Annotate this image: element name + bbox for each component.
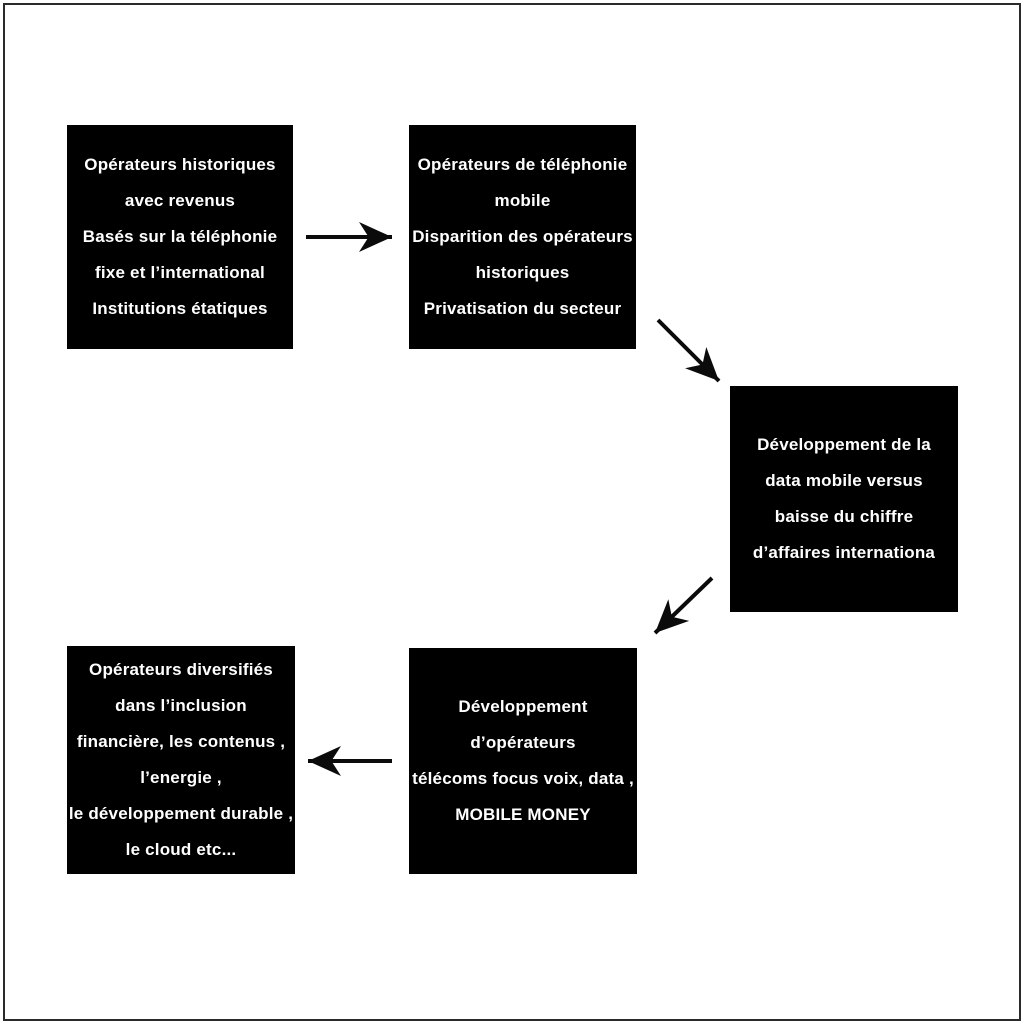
box-text-line: historiques	[475, 263, 570, 282]
flow-box-developpement-data-mobile: Développement de la data mobile versus bai…	[730, 386, 958, 612]
box-text-line: avec revenus	[124, 191, 236, 210]
box-text-line: fixe et l’international	[95, 263, 265, 282]
box-text-line: d’affaires internationa	[752, 543, 936, 562]
box-text-line: Disparition des opérateurs	[412, 227, 633, 246]
box-text-line: data mobile versus	[765, 471, 923, 490]
flow-box-developpement-operateurs-telecoms: Développement d’opérateurs télécoms focus …	[409, 648, 637, 874]
arrow-box2-to-box3-icon	[656, 318, 721, 383]
box-text-line: le cloud etc...	[125, 840, 237, 859]
arrow-box3-to-box4-icon	[653, 576, 714, 635]
box-text-line: financière, les contenus ,	[76, 732, 286, 751]
box-text-line: baisse du chiffre	[774, 507, 914, 526]
flow-box-operateurs-diversifies: Opérateurs diversifiés dans l’inclusion fi…	[67, 646, 295, 874]
box-text-line: télécoms focus voix, data ,	[412, 769, 634, 788]
box-text-line: l’energie ,	[140, 768, 222, 787]
box-text-line: Opérateurs de téléphonie	[417, 155, 628, 174]
box-text-line: Développement	[458, 697, 588, 716]
box-text-line: d’opérateurs	[470, 733, 576, 752]
box-text-line: Développement de la	[757, 435, 931, 454]
box-text-line: MOBILE MONEY	[455, 805, 591, 824]
box-text-line: Basés sur la téléphonie	[82, 227, 278, 246]
box-text-line: mobile	[494, 191, 551, 210]
box-text-line: le développement durable ,	[68, 804, 294, 823]
box-text-line: Opérateurs diversifiés	[89, 660, 273, 679]
box-text-line: Opérateurs historiques	[84, 155, 276, 174]
box-text-line: dans l’inclusion	[115, 696, 247, 715]
box-text-line: Institutions étatiques	[92, 299, 268, 318]
box-text-line: Privatisation du secteur	[423, 299, 622, 318]
